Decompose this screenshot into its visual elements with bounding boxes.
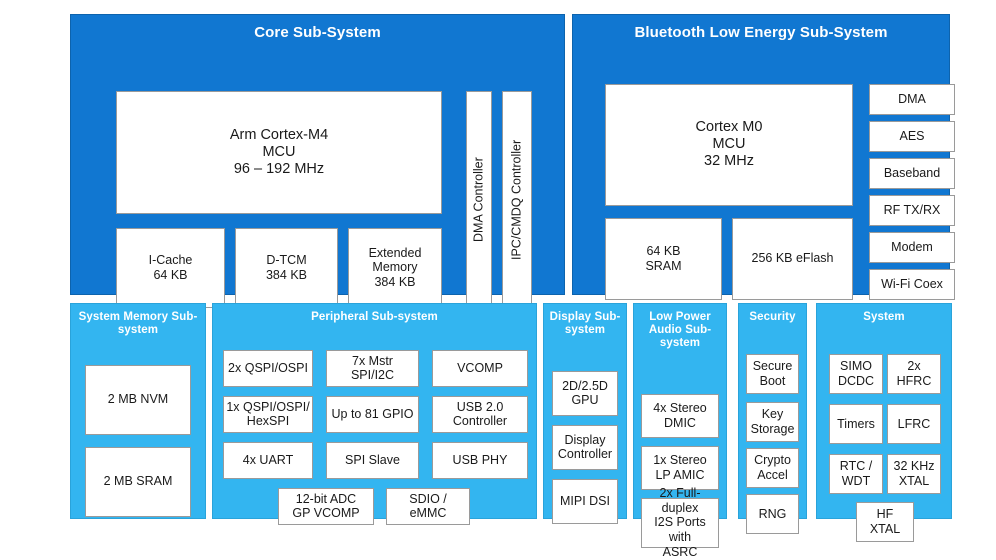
block-d-tcm[interactable]: D-TCM 384 KB bbox=[235, 227, 338, 308]
block-2x-hfrc[interactable]: 2x HFRC bbox=[887, 353, 941, 394]
block-ble-rf-tx-rx[interactable]: RF TX/RX bbox=[869, 194, 955, 226]
block-ble-eflash[interactable]: 256 KB eFlash bbox=[732, 217, 853, 300]
peripheral-sub-system-body: 2x QSPI/OSPI 1x QSPI/OSPI/ HexSPI 4x UAR… bbox=[223, 328, 528, 525]
block-ble-aes[interactable]: AES bbox=[869, 120, 955, 152]
block-spi-slave[interactable]: SPI Slave bbox=[326, 441, 419, 479]
block-key-storage[interactable]: Key Storage bbox=[746, 401, 799, 442]
block-ble-modem[interactable]: Modem bbox=[869, 231, 955, 263]
block-sdio-emmc[interactable]: SDIO / eMMC bbox=[386, 487, 470, 525]
block-crypto-accel[interactable]: Crypto Accel bbox=[746, 447, 799, 488]
system-memory-sub-system-container[interactable]: System Memory Sub-system 2 MB NVM 2 MB S… bbox=[70, 303, 206, 519]
block-dma-controller[interactable]: DMA Controller bbox=[466, 90, 492, 308]
block-cortex-m0-mcu[interactable]: Cortex M0 MCU 32 MHz bbox=[605, 83, 853, 206]
block-2d-2-5d-gpu[interactable]: 2D/2.5D GPU bbox=[552, 370, 618, 416]
system-memory-sub-system-body: 2 MB NVM 2 MB SRAM bbox=[85, 343, 191, 517]
block-1x-stereo-lp-amic[interactable]: 1x Stereo LP AMIC bbox=[641, 445, 719, 490]
block-2mb-nvm[interactable]: 2 MB NVM bbox=[85, 364, 191, 435]
block-ble-baseband[interactable]: Baseband bbox=[869, 157, 955, 189]
block-7x-mstr-spi-i2c[interactable]: 7x Mstr SPI/I2C bbox=[326, 349, 419, 387]
block-2x-qspi-ospi[interactable]: 2x QSPI/OSPI bbox=[223, 349, 313, 387]
peripheral-sub-system-container[interactable]: Peripheral Sub-system 2x QSPI/OSPI 1x QS… bbox=[212, 303, 537, 525]
security-sub-system-container[interactable]: Security Secure Boot Key Storage Crypto … bbox=[738, 303, 807, 534]
core-sub-system-title: Core Sub-System bbox=[254, 24, 381, 41]
block-12-bit-adc-gp-vcomp[interactable]: 12-bit ADC GP VCOMP bbox=[278, 487, 374, 525]
core-sub-system-container[interactable]: Core Sub-System Arm Cortex-M4 MCU 96 – 1… bbox=[70, 14, 565, 308]
block-hf-xtal[interactable]: HF XTAL bbox=[856, 501, 914, 542]
block-2mb-sram[interactable]: 2 MB SRAM bbox=[85, 446, 191, 517]
block-vcomp[interactable]: VCOMP bbox=[432, 349, 528, 387]
block-extended-memory[interactable]: Extended Memory 384 KB bbox=[348, 227, 442, 308]
block-gpio[interactable]: Up to 81 GPIO bbox=[326, 395, 419, 433]
bluetooth-low-energy-sub-system-container[interactable]: Bluetooth Low Energy Sub-System Cortex M… bbox=[572, 14, 955, 300]
block-usb-2-0-controller[interactable]: USB 2.0 Controller bbox=[432, 395, 528, 433]
block-lfrc[interactable]: LFRC bbox=[887, 403, 941, 444]
display-sub-system-container[interactable]: Display Sub-system 2D/2.5D GPU Display C… bbox=[543, 303, 627, 524]
block-4x-uart[interactable]: 4x UART bbox=[223, 441, 313, 479]
block-32khz-xtal[interactable]: 32 KHz XTAL bbox=[887, 453, 941, 494]
block-timers[interactable]: Timers bbox=[829, 403, 883, 444]
block-4x-stereo-dmic[interactable]: 4x Stereo DMIC bbox=[641, 393, 719, 438]
block-mipi-dsi[interactable]: MIPI DSI bbox=[552, 478, 618, 524]
security-sub-system-title: Security bbox=[749, 311, 796, 323]
system-memory-sub-system-title: System Memory Sub-system bbox=[78, 311, 198, 336]
block-display-controller[interactable]: Display Controller bbox=[552, 424, 618, 470]
block-ble-wifi-coex[interactable]: Wi-Fi Coex bbox=[869, 268, 955, 300]
system-sub-system-container[interactable]: System SIMO DCDC 2x HFRC Timers LFRC RTC… bbox=[816, 303, 952, 542]
ble-radio-block-column: DMA AES Baseband RF TX/RX Modem Wi-Fi Co… bbox=[869, 83, 955, 300]
block-rtc-wdt[interactable]: RTC / WDT bbox=[829, 453, 883, 494]
low-power-audio-sub-system-container[interactable]: Low Power Audio Sub-system 4x Stereo DMI… bbox=[633, 303, 727, 559]
block-1x-qspi-ospi-hexspi[interactable]: 1x QSPI/OSPI/ HexSPI bbox=[223, 395, 313, 433]
bluetooth-low-energy-sub-system-title: Bluetooth Low Energy Sub-System bbox=[634, 24, 888, 41]
block-i2s-ports-asrc[interactable]: 2x Full-duplex I2S Ports with ASRC bbox=[641, 486, 719, 559]
block-arm-cortex-m4-mcu[interactable]: Arm Cortex-M4 MCU 96 – 192 MHz bbox=[116, 90, 442, 214]
display-sub-system-body: 2D/2.5D GPU Display Controller MIPI DSI bbox=[552, 339, 618, 524]
block-simo-dcdc[interactable]: SIMO DCDC bbox=[829, 353, 883, 394]
block-rng[interactable]: RNG bbox=[746, 493, 799, 534]
low-power-audio-sub-system-title: Low Power Audio Sub-system bbox=[648, 311, 712, 349]
security-sub-system-body: Secure Boot Key Storage Crypto Accel RNG bbox=[746, 328, 799, 534]
block-ipc-cmdq-controller[interactable]: IPC/CMDQ Controller bbox=[502, 90, 532, 308]
block-ble-sram[interactable]: 64 KB SRAM bbox=[605, 217, 722, 300]
system-sub-system-body: SIMO DCDC 2x HFRC Timers LFRC RTC / WDT … bbox=[829, 328, 941, 542]
peripheral-sub-system-title: Peripheral Sub-system bbox=[311, 311, 438, 323]
soc-block-diagram: Core Sub-System Arm Cortex-M4 MCU 96 – 1… bbox=[70, 14, 955, 559]
core-sub-system-body: Arm Cortex-M4 MCU 96 – 192 MHz I-Cache 6… bbox=[83, 50, 552, 308]
bluetooth-low-energy-sub-system-body: Cortex M0 MCU 32 MHz 64 KB SRAM 256 KB e… bbox=[585, 50, 955, 300]
block-secure-boot[interactable]: Secure Boot bbox=[746, 353, 799, 394]
block-usb-phy[interactable]: USB PHY bbox=[432, 441, 528, 479]
low-power-audio-sub-system-body: 4x Stereo DMIC 1x Stereo LP AMIC 2x Full… bbox=[641, 352, 719, 559]
system-sub-system-title: System bbox=[863, 311, 905, 323]
block-i-cache[interactable]: I-Cache 64 KB bbox=[116, 227, 225, 308]
block-ble-dma[interactable]: DMA bbox=[869, 83, 955, 115]
display-sub-system-title: Display Sub-system bbox=[549, 311, 621, 336]
